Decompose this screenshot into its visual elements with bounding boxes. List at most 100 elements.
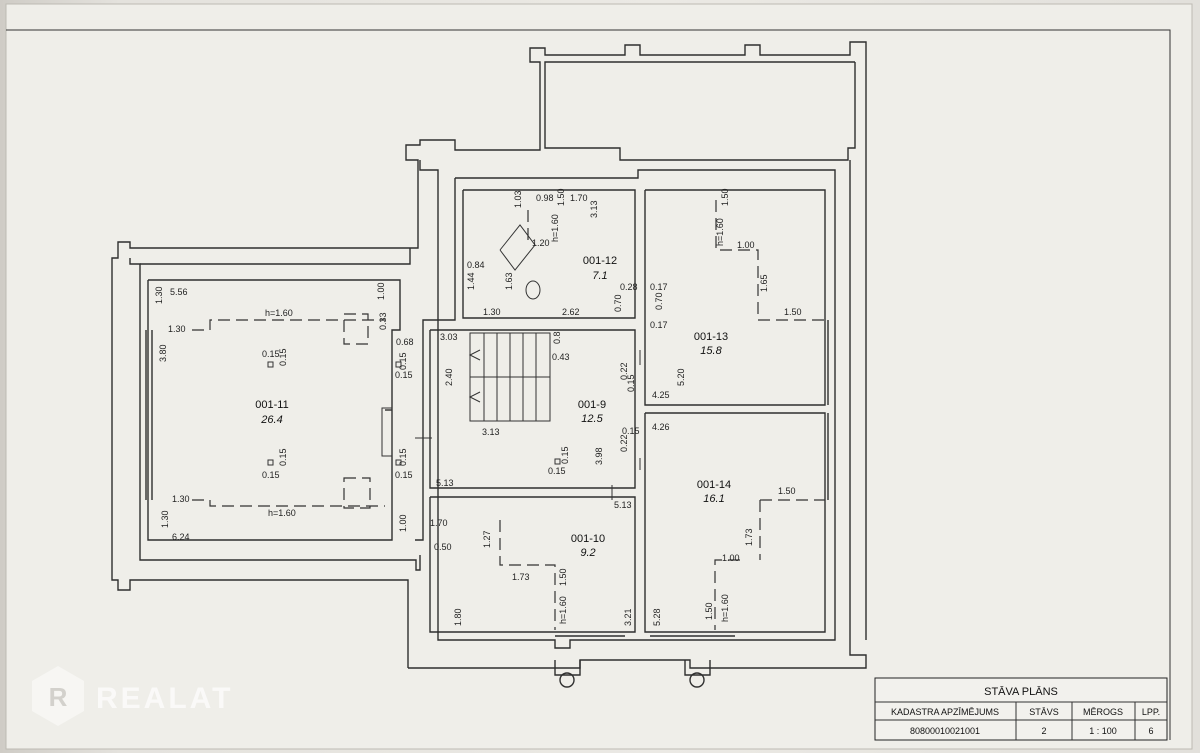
drawing-frame: [6, 29, 1171, 740]
dim-label: 0.50: [434, 542, 452, 552]
cadastral-number: 80800010021001: [910, 726, 980, 736]
dim-label: 2.40: [444, 368, 454, 386]
floor-value: 2: [1041, 726, 1046, 736]
dim-label: 0.15: [626, 374, 636, 392]
dim-label: 1.73: [512, 572, 530, 582]
room-area: 15.8: [700, 345, 722, 357]
dim-label: 0.15: [278, 448, 288, 466]
dim-label: 5.28: [652, 608, 662, 626]
dim-label: 1.63: [504, 272, 514, 290]
outer-walls: [111, 41, 867, 688]
dim-label: h=1.60: [715, 218, 725, 246]
title-block-title: STĀVA PLĀNS: [984, 686, 1058, 698]
room-id: 001-10: [571, 533, 605, 545]
dim-label: 1.00: [722, 553, 740, 563]
dim-label: 1.50: [784, 307, 802, 317]
dim-label: 4.26: [652, 422, 670, 432]
dim-label: 1.30: [483, 307, 501, 317]
dim-label: 1.27: [482, 530, 492, 548]
title-block-header: LPP.: [1142, 707, 1160, 717]
dim-label: 0.15: [262, 470, 280, 480]
title-block-header: MĒROGS: [1083, 707, 1123, 717]
dim-label: 0.70: [654, 292, 664, 310]
brand-name: REALAT: [96, 682, 233, 715]
dim-label: h=1.60: [265, 308, 293, 318]
dim-label: h=1.60: [550, 214, 560, 242]
dim-label: 0.15: [262, 349, 280, 359]
dim-label: 0.15: [548, 466, 566, 476]
dim-label: 1.00: [376, 282, 386, 300]
room-id: 001-12: [583, 255, 617, 267]
dim-label: 1.50: [558, 568, 568, 586]
dim-label: 0.17: [650, 320, 668, 330]
room-area: 12.5: [581, 413, 603, 425]
dim-label: 0.43: [552, 352, 570, 362]
dim-label: 1.03: [513, 190, 523, 208]
logo-letter: R: [49, 682, 68, 712]
dimension-labels: 1.30 5.56 1.00 h=1.60 1.30 3.80 0.68 0.3…: [154, 188, 802, 626]
dim-label: 3.80: [158, 344, 168, 362]
dim-label: 2.62: [562, 307, 580, 317]
dim-label: 4.25: [652, 390, 670, 400]
dim-label: 0.84: [467, 260, 485, 270]
dim-label: 0.15: [560, 446, 570, 464]
dim-label: 0.68: [396, 337, 414, 347]
dim-label: 1.30: [168, 324, 186, 334]
dim-label: 0.15: [398, 352, 408, 370]
title-block-header: KADASTRA APZĪMĒJUMS: [891, 707, 999, 717]
dim-label: 1.44: [466, 272, 476, 290]
ceiling-height-lines: [192, 200, 825, 630]
dim-label: 1.73: [744, 528, 754, 546]
dim-label: 0.22: [619, 434, 629, 452]
dim-label: 1.50: [556, 188, 566, 206]
title-block-header: STĀVS: [1029, 707, 1059, 717]
column-markers: [267, 361, 561, 466]
dim-label: 0.15: [395, 370, 413, 380]
room-area: 26.4: [260, 414, 282, 426]
realat-logo-icon: [32, 666, 84, 726]
interior-walls: [145, 189, 829, 637]
dim-label: 1.70: [430, 518, 448, 528]
room-id: 001-11: [255, 399, 288, 411]
dim-label: 1.50: [704, 602, 714, 620]
dim-label: 1.50: [720, 188, 730, 206]
dim-label: 0.70: [613, 294, 623, 312]
dim-label: 0.15: [395, 470, 413, 480]
dim-label: 1.70: [570, 193, 588, 203]
dim-label: 0.15: [398, 448, 408, 466]
dim-label: 3.13: [589, 200, 599, 218]
title-block: STĀVA PLĀNS KADASTRA APZĪMĒJUMS STĀVS MĒ…: [874, 677, 1168, 741]
dim-label: 0.17: [650, 282, 668, 292]
dim-label: 3.98: [594, 447, 604, 465]
dim-label: 3.21: [623, 608, 633, 626]
realat-watermark: R REALAT: [32, 666, 233, 726]
dim-label: 1.80: [453, 608, 463, 626]
dim-label: 5.13: [614, 500, 632, 510]
scale-value: 1 : 100: [1089, 726, 1117, 736]
dim-label: 0.15: [622, 426, 640, 436]
room-area: 9.2: [580, 547, 595, 559]
dim-label: 1.30: [172, 494, 190, 504]
dim-label: 0.15: [278, 348, 288, 366]
room-labels: 001-11 26.4 001-12 7.1 001-13 15.8 001-9…: [255, 255, 731, 559]
room-id: 001-14: [697, 479, 731, 491]
dim-label: h=1.60: [720, 594, 730, 622]
room-id: 001-13: [694, 331, 728, 343]
dim-label: 1.50: [778, 486, 796, 496]
dim-label: 1.65: [759, 274, 769, 292]
dim-label: 5.13: [436, 478, 454, 488]
dim-label: 1.30: [154, 286, 164, 304]
paper: [5, 3, 1193, 750]
dim-label: 0.98: [536, 193, 554, 203]
dim-label: h=1.60: [268, 508, 296, 518]
dim-label: h=1.60: [558, 596, 568, 624]
dim-label: 5.20: [676, 368, 686, 386]
dim-label: 1.00: [737, 240, 755, 250]
dim-label: 3.13: [482, 427, 500, 437]
dim-label: 1.00: [398, 514, 408, 532]
room-area: 16.1: [703, 493, 724, 505]
dim-label: 3.03: [440, 332, 458, 342]
dim-label: 0.33: [378, 312, 388, 330]
